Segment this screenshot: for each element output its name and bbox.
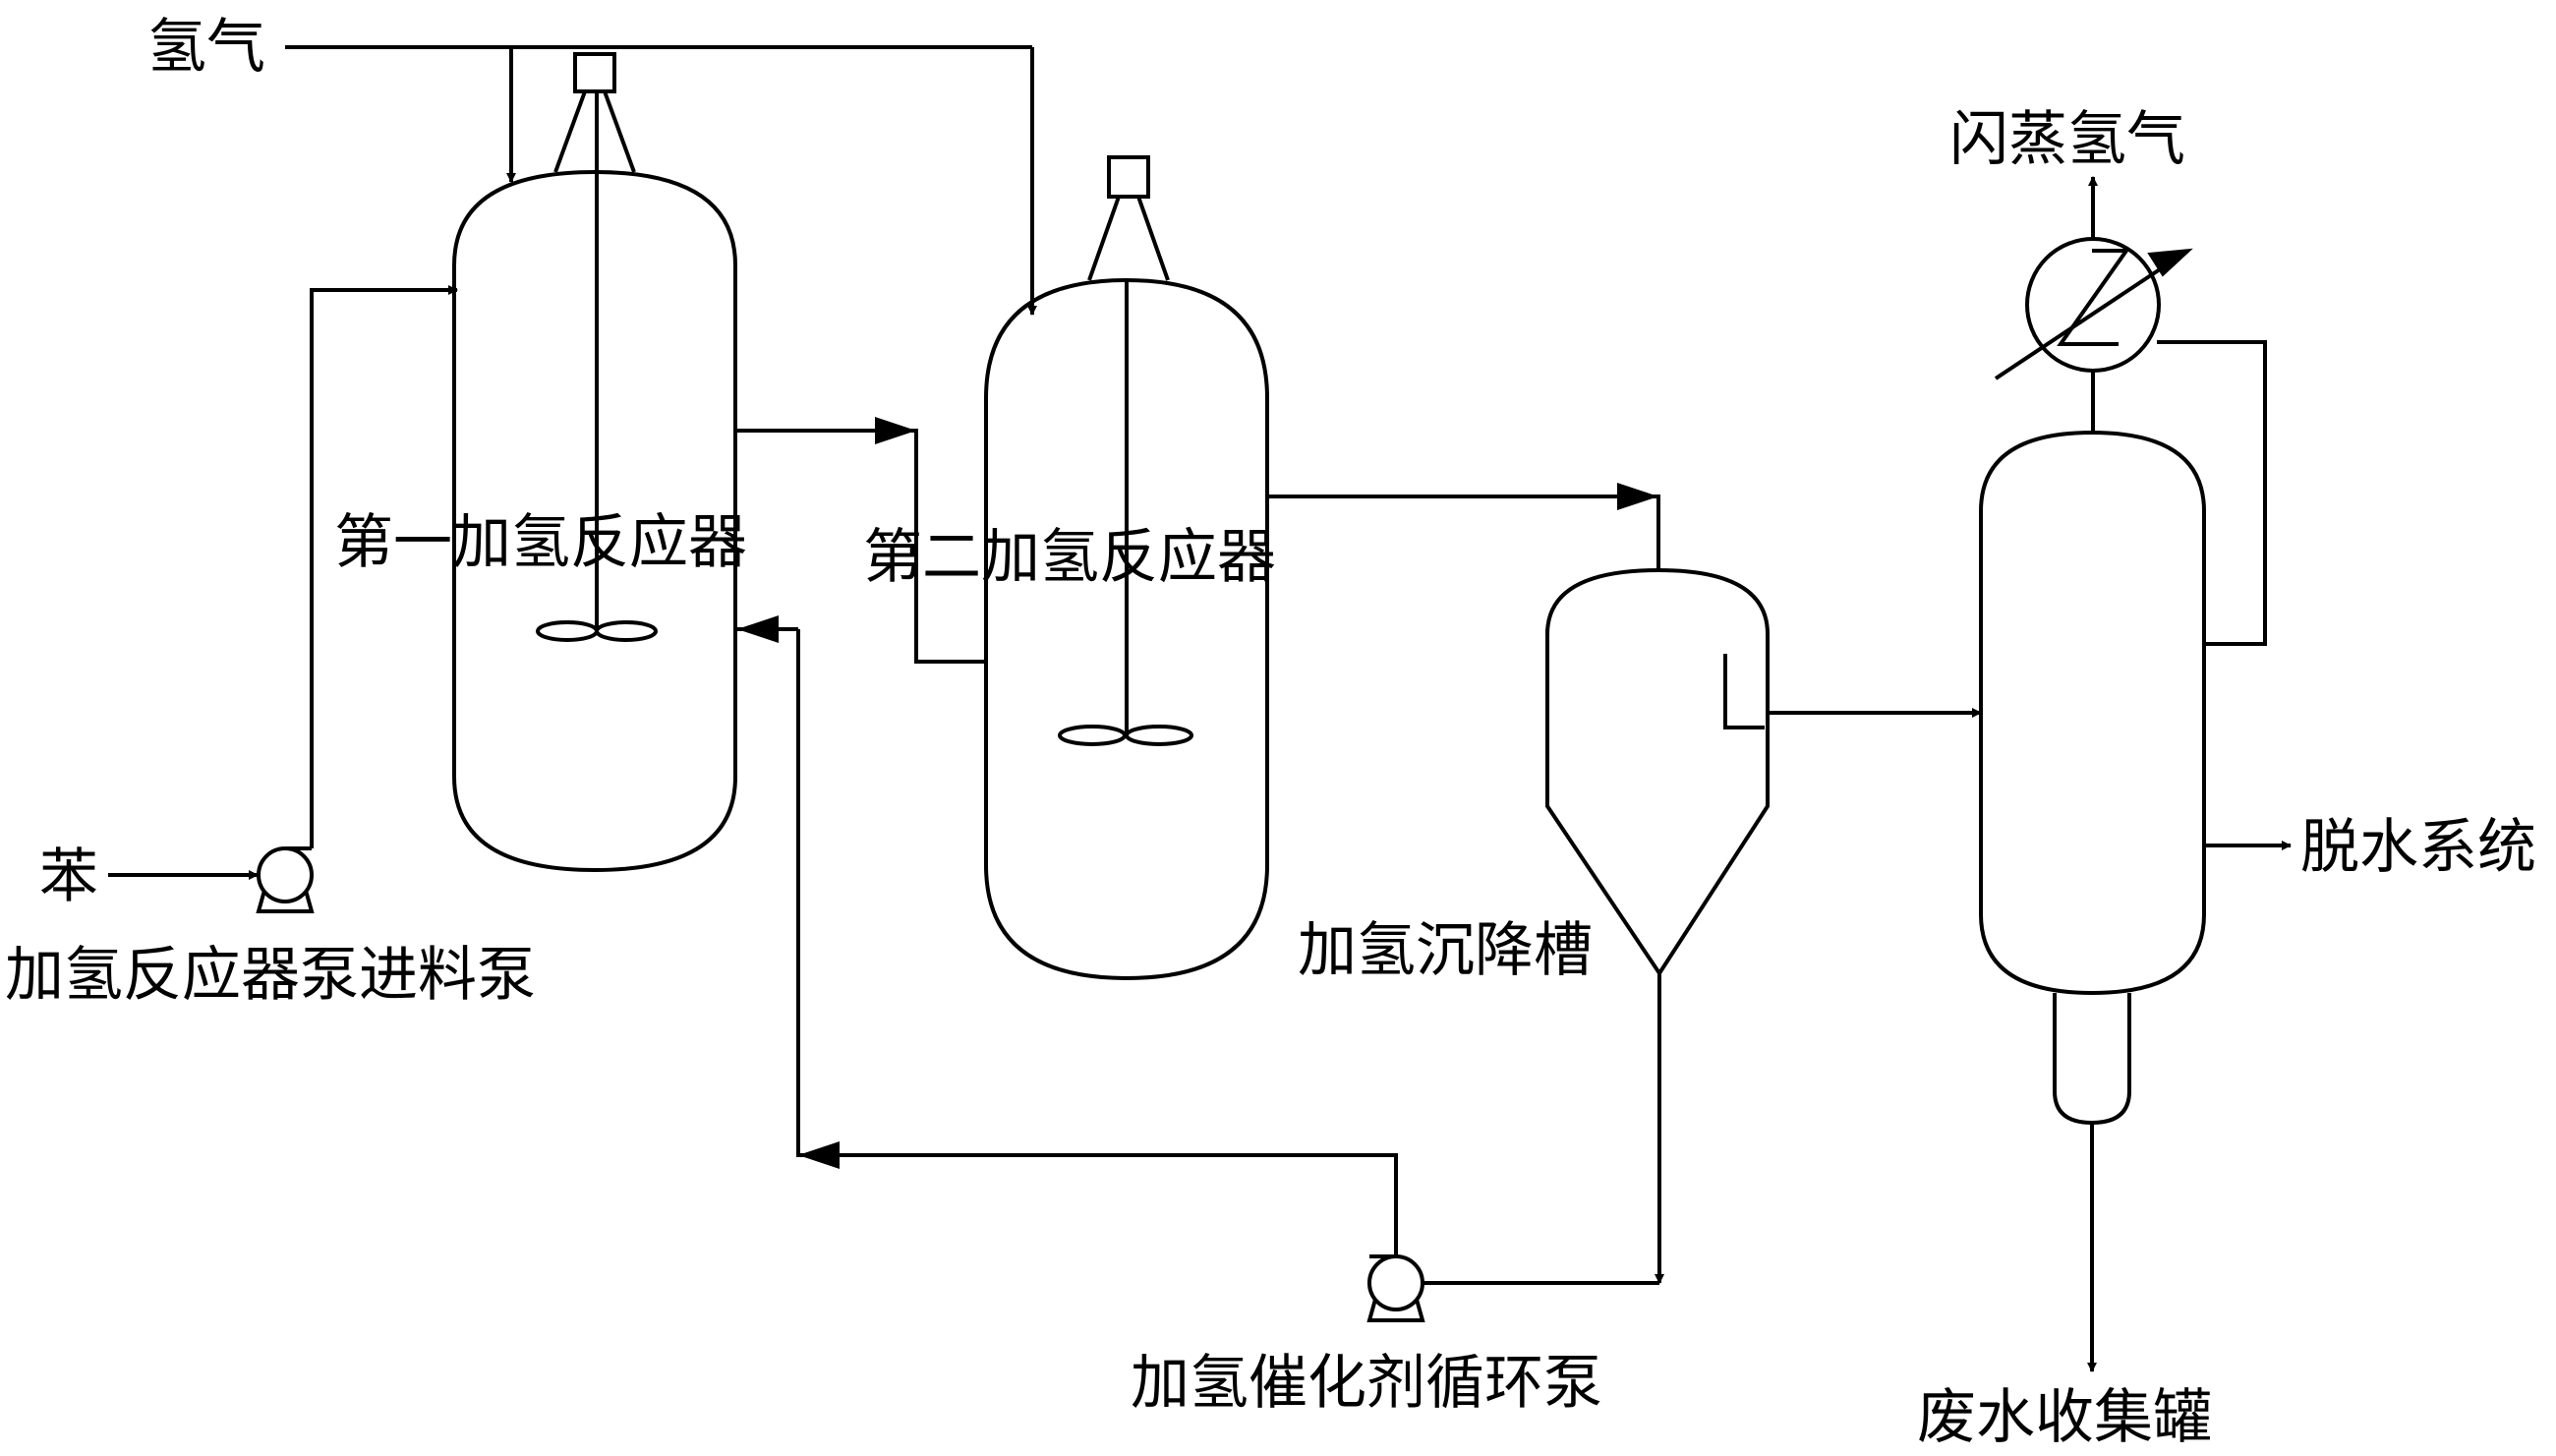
feed-pump [256,846,315,913]
first-reactor [452,52,737,873]
label-hydrogen: 氢气 [147,13,265,82]
label-reactor1: 第一加氢反应器 [334,508,747,577]
arrow-head [875,417,916,444]
hydrogenation-settler [1545,567,1770,977]
label-wastewater: 废水收集罐 [1917,1383,2212,1452]
label-feed-pump: 加氢反应器泵进料泵 [5,941,536,1010]
second-reactor [984,155,1269,981]
label-settler: 加氢沉降槽 [1298,916,1593,985]
reactor1-to-reactor2-line [735,429,986,664]
condenser-return-line [2157,340,2267,646]
label-reactor2: 第二加氢反应器 [863,523,1276,592]
flash-drum [1979,430,2206,1126]
arrow-head [798,1141,840,1169]
arrow-head [1617,483,1658,510]
label-catalyst-pump: 加氢催化剂循环泵 [1131,1349,1602,1418]
condenser [1994,237,2193,380]
feed-pump-discharge-line [310,285,458,848]
label-flash-hydrogen: 闪蒸氢气 [1949,105,2185,174]
label-benzene: 苯 [39,843,98,911]
label-dehydration: 脱水系统 [2300,813,2536,882]
reactor2-to-settler-line [1267,495,1660,570]
catalyst-circulation-pump [1366,1254,1425,1322]
catalyst-recycle-line [796,629,1398,1256]
